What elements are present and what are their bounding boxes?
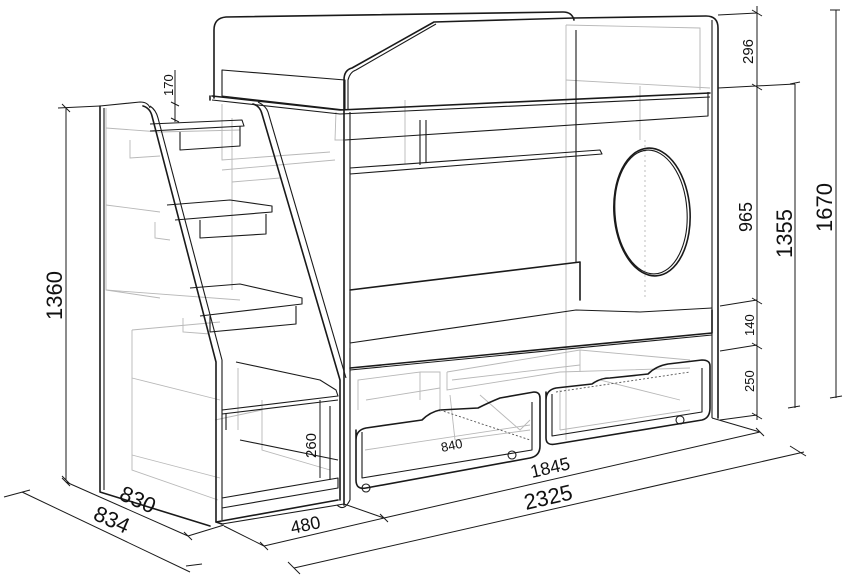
bed-frame bbox=[209, 11, 719, 509]
dim-stair-height: 1360 bbox=[42, 271, 67, 320]
dim-upper-rail-height: 296 bbox=[740, 39, 757, 64]
staircase bbox=[99, 101, 347, 527]
dim-drawer-zone-height: 250 bbox=[742, 370, 757, 392]
dim-stair-lower-opening: 260 bbox=[303, 433, 320, 458]
drawer-right bbox=[545, 359, 711, 446]
drawer-left bbox=[355, 391, 541, 493]
dim-upper-deck-height: 1355 bbox=[772, 209, 797, 258]
dim-bed-length-inner: 1845 bbox=[528, 453, 572, 481]
dim-lower-bed-frame: 140 bbox=[742, 314, 757, 336]
dim-upper-bed-clearance: 965 bbox=[736, 202, 756, 232]
dim-step-offset: 170 bbox=[161, 74, 176, 96]
dim-drawer-width: 840 bbox=[440, 436, 464, 455]
dimension-lines bbox=[3, 6, 843, 575]
dim-overall-height: 1670 bbox=[812, 183, 837, 232]
